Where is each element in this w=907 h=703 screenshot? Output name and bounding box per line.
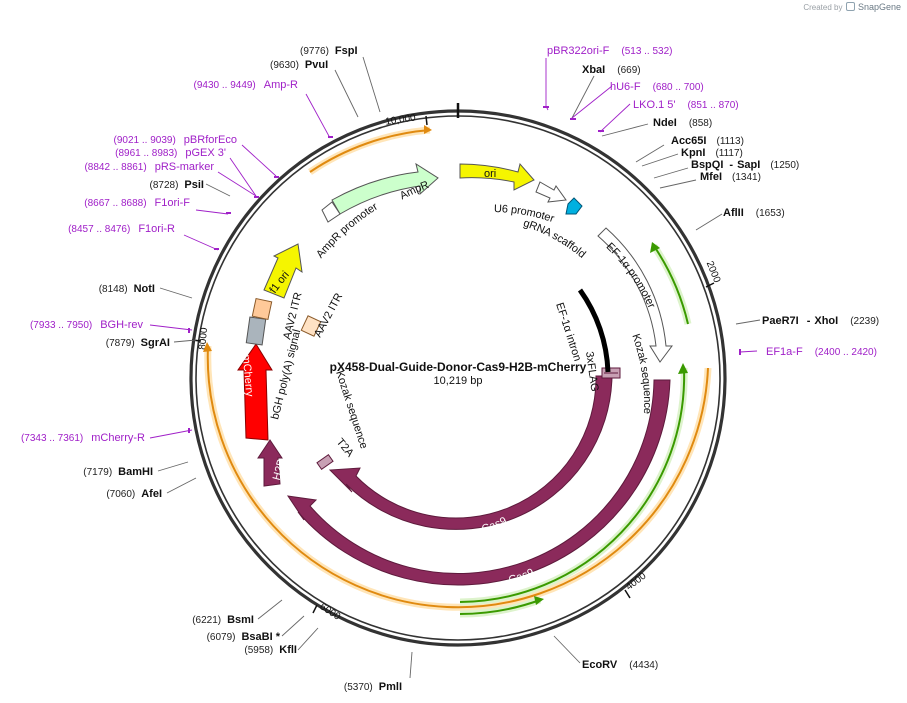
- ef1a-intron-label: EF-1α intron: [553, 301, 583, 363]
- h2b-feature[interactable]: [257, 439, 283, 487]
- cas9-green-arc-inner: [459, 599, 541, 615]
- plasmid-size: 10,219 bp: [434, 375, 483, 387]
- tick-label-10000: 10,000: [385, 113, 417, 128]
- tick-mark: [624, 589, 631, 599]
- enzyme-afei[interactable]: (7060)AfeI: [106, 488, 162, 500]
- primer-hu6-f[interactable]: hU6-F(680 .. 700): [610, 81, 704, 93]
- f1ori-feature[interactable]: [263, 243, 303, 299]
- primer-prs-marker[interactable]: (8842 .. 8861)pRS-marker: [84, 161, 214, 173]
- ef1a-intron-feature[interactable]: [577, 288, 611, 373]
- enzyme-pvui[interactable]: (9630)PvuI: [270, 59, 328, 71]
- enzyme-xbai[interactable]: XbaI(669): [582, 64, 641, 76]
- cas9-green-arc-outer: [459, 367, 686, 603]
- credit-prefix: Created by: [803, 3, 843, 12]
- tick-mark: [312, 604, 318, 614]
- primer-marks: [188, 106, 741, 433]
- ef1a-green-arc: [653, 245, 689, 325]
- enzyme-afliii[interactable]: AflII(1653): [723, 207, 785, 219]
- ef1a-promoter-label: EF-1α promoter: [604, 241, 658, 311]
- enzyme-kpni[interactable]: KpnI(1117): [681, 147, 743, 159]
- primer-amp-r[interactable]: (9430 .. 9449)Amp-R: [194, 79, 299, 91]
- grna-scaffold-label: gRNA scaffold: [522, 217, 588, 260]
- tick-mark: [425, 115, 428, 126]
- snapgene-logo-icon: [845, 2, 855, 11]
- snapgene-credit: Created by SnapGene: [803, 2, 901, 12]
- enzyme-psii[interactable]: (8728)PsiI: [150, 179, 204, 191]
- cas9-green-arrowhead-up: [678, 363, 688, 374]
- grna-scaffold-feature[interactable]: [565, 197, 583, 215]
- ampr-feature[interactable]: [331, 162, 439, 215]
- ef1a-promoter-feature[interactable]: [597, 227, 673, 363]
- enzyme-bsabi[interactable]: (6079)BsaBI *: [207, 631, 281, 643]
- tick-mark: [705, 282, 715, 288]
- enzyme-mfei[interactable]: MfeI(1341): [700, 171, 761, 183]
- enzyme-paer7i-xhoi[interactable]: PaeR7I-XhoI(2239): [762, 315, 879, 327]
- cas9-green-arrowhead-right: [534, 596, 544, 605]
- itr1-feature[interactable]: [251, 297, 273, 321]
- credit-brand: SnapGene: [857, 2, 901, 12]
- enzyme-noti[interactable]: (8148)NotI: [99, 283, 155, 295]
- ampr-orange-arrowhead: [424, 125, 432, 134]
- mcherry-feature[interactable]: [237, 343, 273, 441]
- enzyme-ecorv[interactable]: EcoRV(4434): [582, 659, 658, 671]
- cas9-outer-feature[interactable]: [286, 379, 671, 586]
- t2a-label: T2A: [334, 436, 357, 460]
- ori-feature[interactable]: [459, 162, 535, 191]
- primer-lko1-5[interactable]: LKO.1 5'(851 .. 870): [633, 99, 739, 111]
- ampr-promoter-feature[interactable]: [321, 201, 341, 223]
- enzyme-bsmi[interactable]: (6221)BsmI: [192, 614, 254, 626]
- ori-label: ori: [484, 168, 496, 180]
- tick-label-4000: 4000: [624, 570, 649, 592]
- itr2-label: AAV2 ITR: [312, 291, 345, 339]
- kozak1-label: Kozak sequence: [629, 332, 653, 414]
- cas9-orange-arc: [206, 345, 709, 609]
- t2a-box[interactable]: [316, 454, 334, 470]
- primer-leaders: [149, 58, 758, 439]
- enzyme-pmli[interactable]: (5370)PmlI: [344, 681, 402, 693]
- enzyme-sgrai[interactable]: (7879)SgrAI: [106, 337, 170, 349]
- u6-promoter-feature[interactable]: [535, 181, 567, 203]
- primer-pbr322ori-f[interactable]: pBR322ori-F(513 .. 532): [547, 45, 673, 57]
- cas9-inner-feature[interactable]: [328, 375, 613, 530]
- primer-pgex-3[interactable]: (8961 .. 8983)pGEX 3': [115, 147, 226, 159]
- primer-f1ori-f[interactable]: (8667 .. 8688)F1ori-F: [84, 197, 190, 209]
- tick-label-6000: 6000: [318, 601, 343, 623]
- enzyme-bamhi[interactable]: (7179)BamHI: [83, 466, 153, 478]
- primer-ef1a-f[interactable]: EF1a-F(2400 .. 2420): [766, 346, 877, 358]
- flag-label: 3xFLAG: [583, 351, 601, 393]
- enzyme-acc65i[interactable]: Acc65I(1113): [671, 135, 744, 147]
- enzyme-leaders: [157, 56, 761, 679]
- h2b-label: H2B: [271, 458, 288, 482]
- primer-bgh-rev[interactable]: (7933 .. 7950)BGH-rev: [30, 319, 144, 331]
- enzyme-fspi[interactable]: (9776)FspI: [300, 45, 358, 57]
- enzyme-ndei[interactable]: NdeI(858): [653, 117, 712, 129]
- primer-mcherry-r[interactable]: (7343 .. 7361)mCherry-R: [21, 432, 145, 444]
- mcherry-label: mCherry: [240, 354, 256, 398]
- ampr-orange-arc: [309, 129, 431, 173]
- enzyme-bspqi-sapi[interactable]: BspQI-SapI(1250): [691, 159, 799, 171]
- primer-pbrforeco[interactable]: (9021 .. 9039)pBRforEco: [114, 134, 237, 146]
- cas9-orange-arrowhead: [203, 342, 212, 352]
- kozak2-label: Kozak sequence: [333, 369, 370, 450]
- plasmid-name: pX458-Dual-Guide-Donor-Cas9-H2B-mCherry: [330, 360, 587, 374]
- primer-f1ori-r[interactable]: (8457 .. 8476)F1ori-R: [68, 223, 175, 235]
- itr2-feature[interactable]: [300, 315, 322, 337]
- bgh-label: bGH poly(A) signal: [269, 328, 303, 420]
- ef1a-green-arrowhead: [650, 242, 660, 253]
- bgh-feature[interactable]: [245, 316, 267, 346]
- enzyme-kfli[interactable]: (5958)KflI: [244, 644, 297, 656]
